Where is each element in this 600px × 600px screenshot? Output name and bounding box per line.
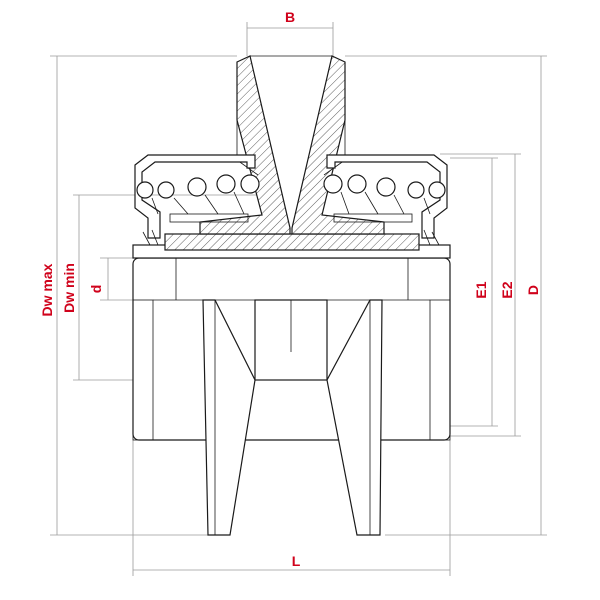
right-spring-seat [333, 213, 413, 223]
lower-flanges [202, 299, 383, 536]
label-e1: E1 [473, 281, 489, 298]
left-spring-housing [134, 154, 256, 239]
left-clip [142, 229, 159, 246]
shaft-bar [164, 233, 420, 251]
left-spring-coils [136, 174, 260, 223]
right-coil-1 [323, 174, 343, 194]
left-coil-3 [187, 177, 207, 197]
left-spring-seat [169, 213, 249, 223]
label-dw-max: Dw max [39, 263, 55, 316]
left-lower-flange [202, 299, 256, 536]
hub-body [132, 257, 451, 441]
right-lower-flange [326, 299, 383, 536]
label-d-outer: D [525, 285, 541, 295]
left-coil-links [151, 191, 245, 215]
right-coil-2 [347, 174, 367, 194]
right-sheave-half [291, 55, 385, 235]
label-b: B [285, 9, 295, 25]
left-coil-5 [240, 174, 260, 194]
left-coil-1 [136, 181, 154, 199]
label-dw-min: Dw min [61, 263, 77, 313]
label-d: d [88, 285, 104, 294]
hub-right-step [429, 299, 451, 441]
right-coil-4 [407, 181, 425, 199]
dimension-labels: B L Dw max Dw min d E1 E2 D [39, 9, 541, 569]
hub-left-step [132, 299, 154, 441]
label-e2: E2 [499, 281, 515, 298]
right-spring-coils [323, 174, 446, 223]
right-spring-housing [326, 154, 448, 239]
upper-section [132, 55, 451, 259]
left-coil-4 [216, 174, 236, 194]
label-l: L [292, 553, 301, 569]
right-coil-links [340, 191, 431, 215]
right-coil-5 [428, 181, 446, 199]
right-clip [423, 229, 440, 246]
left-sheave-half [199, 55, 291, 235]
left-coil-2 [157, 181, 175, 199]
right-coil-3 [376, 177, 396, 197]
